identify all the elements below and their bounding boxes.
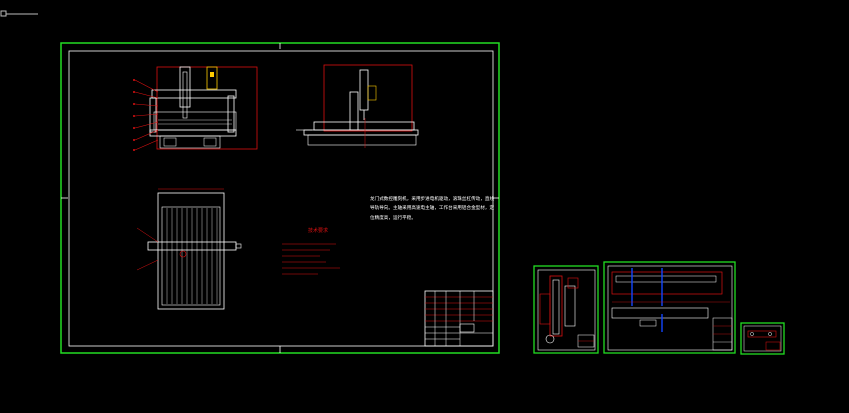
detail-sheet-a[interactable] [533, 265, 599, 354]
main-assembly-sheet[interactable]: 技术要求 龙门式数控雕刻机，采用步进电机驱动，滚珠丝杠传动，直线导轨导向。主轴采… [60, 42, 500, 354]
technical-notes[interactable]: 技术要求 [282, 227, 340, 275]
title-block[interactable] [424, 290, 494, 347]
detail-sheet-b[interactable] [603, 261, 736, 354]
detail-sheet-c[interactable] [740, 322, 785, 355]
description-text[interactable]: 龙门式数控雕刻机，采用步进电机驱动，滚珠丝杠传动，直线导轨导向。主轴采用高速电主… [370, 194, 496, 246]
side-view[interactable] [296, 64, 419, 148]
top-view[interactable] [136, 188, 242, 310]
notes-heading: 技术要求 [308, 227, 328, 234]
ucs-icon [0, 6, 40, 24]
front-view[interactable] [133, 66, 258, 151]
